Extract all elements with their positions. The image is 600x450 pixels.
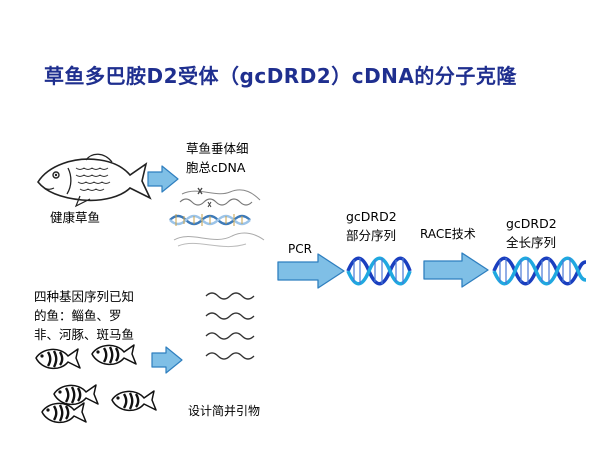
known-fish-line-2: 的鱼：鲻鱼、罗 [34, 308, 122, 323]
cdna-illustration-icon [169, 187, 265, 248]
small-fish-icon [90, 343, 138, 366]
small-fish-icon [110, 389, 158, 412]
dna-helix-icon [492, 256, 587, 286]
pituitary-cdna-line-1: 草鱼垂体细 [186, 141, 249, 156]
partial-sequence-label: gcDRD2 部分序列 [346, 207, 397, 245]
partial-sequence-line-1: gcDRD2 [346, 209, 397, 224]
pituitary-cdna-line-2: 胞总cDNA [186, 160, 246, 175]
race-label: RACE技术 [420, 227, 476, 241]
small-fish-icon [34, 347, 82, 370]
small-fish-icon [40, 401, 88, 424]
primer-wave-icon [205, 292, 255, 360]
known-fish-label: 四种基因序列已知 的鱼：鲻鱼、罗 非、河豚、斑马鱼 [34, 287, 134, 344]
race-arrow-icon [423, 252, 489, 288]
full-sequence-line-2: 全长序列 [506, 235, 557, 250]
dna-helix-icon [346, 256, 412, 286]
healthy-fish-label: 健康草鱼 [50, 210, 101, 225]
page-title: 草鱼多巴胺D2受体（gcDRD2）cDNA的分子克隆 [44, 64, 517, 88]
pcr-arrow-icon [277, 253, 345, 289]
grass-carp-icon [37, 153, 152, 208]
pituitary-cdna-label: 草鱼垂体细 胞总cDNA [186, 139, 249, 177]
known-fish-line-1: 四种基因序列已知 [34, 289, 135, 304]
full-sequence-line-1: gcDRD2 [506, 216, 557, 231]
known-fish-line-3: 非、河豚、斑马鱼 [34, 327, 135, 342]
pcr-label: PCR [288, 242, 312, 256]
arrow-icon [151, 346, 183, 374]
full-sequence-label: gcDRD2 全长序列 [506, 214, 557, 252]
primer-design-label: 设计简并引物 [188, 404, 261, 418]
partial-sequence-line-2: 部分序列 [346, 228, 397, 243]
arrow-icon [147, 165, 179, 193]
small-fish-icon [52, 383, 100, 406]
